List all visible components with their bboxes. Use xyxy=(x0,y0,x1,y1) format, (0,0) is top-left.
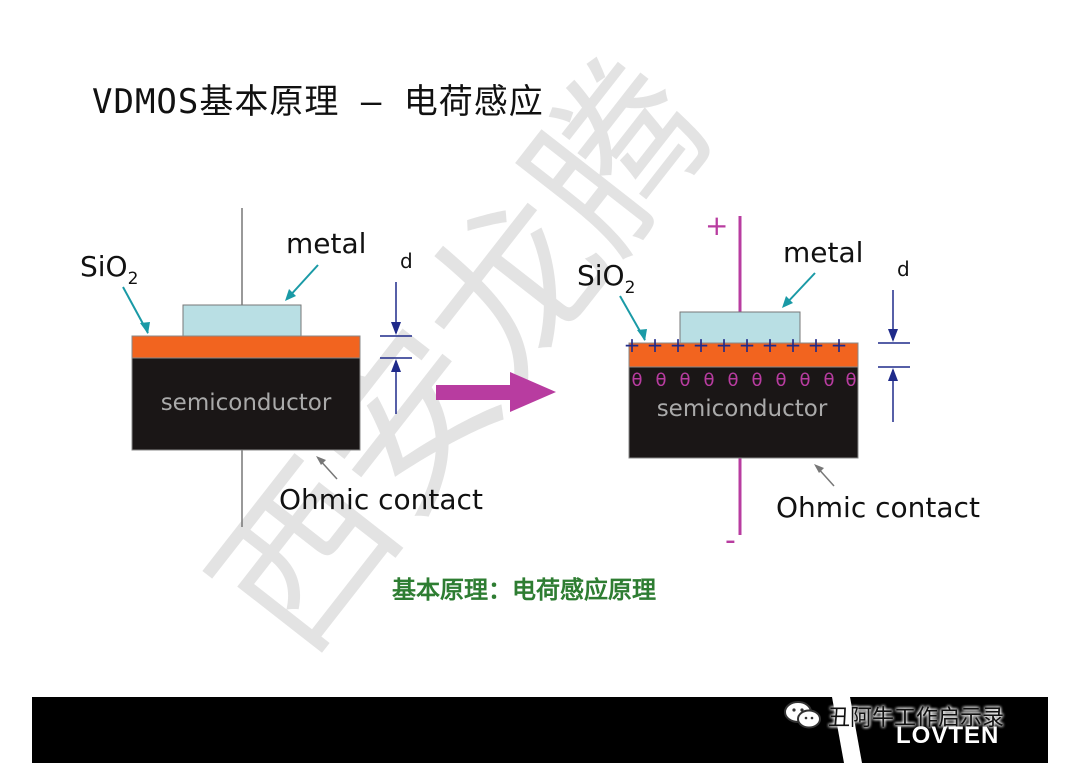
footer-bar xyxy=(32,697,1048,763)
left-thickness-label: d xyxy=(400,249,413,273)
negative-charge: θ xyxy=(727,370,738,391)
negative-charge: θ xyxy=(631,370,642,391)
right-thickness-dimension: d xyxy=(878,257,910,422)
right-oxide-leader-arrowhead xyxy=(637,329,647,341)
right-diagram: + - semiconductor + + + + + + + + + + θ … xyxy=(577,209,980,558)
right-semiconductor-label: semiconductor xyxy=(657,396,828,422)
positive-charge: + xyxy=(693,333,710,357)
transition-arrow xyxy=(436,372,556,412)
negative-charge: θ xyxy=(655,370,666,391)
negative-charge: θ xyxy=(823,370,834,391)
right-positive-terminal: + xyxy=(705,209,728,242)
right-oxide-layer xyxy=(628,342,859,368)
positive-charge: + xyxy=(670,333,687,357)
negative-charge: θ xyxy=(775,370,786,391)
left-thickness-dimension: d xyxy=(380,249,413,414)
slide-title: VDMOS基本原理 — 电荷感应 xyxy=(92,82,544,122)
positive-charge: + xyxy=(739,333,756,357)
left-metal-leader-arrowhead xyxy=(285,289,296,301)
left-contact-leader-arrowhead xyxy=(316,456,326,465)
right-metal-leader-arrowhead xyxy=(782,296,793,308)
negative-charge: θ xyxy=(751,370,762,391)
right-negative-terminal: - xyxy=(725,523,736,558)
positive-charge: + xyxy=(647,333,664,357)
right-oxide-label: SiO2 xyxy=(577,259,635,298)
negative-charge: θ xyxy=(845,370,856,391)
positive-charge: + xyxy=(831,333,848,357)
left-semiconductor-block xyxy=(131,357,361,451)
positive-charge-row: + + + + + + + + + + xyxy=(624,333,848,357)
footer-account-name: 丑阿牛工作启示录 xyxy=(828,706,1005,731)
right-metal-label: metal xyxy=(783,236,863,269)
right-thickness-label: d xyxy=(897,257,910,281)
right-semiconductor-block xyxy=(628,366,859,459)
left-oxide-layer xyxy=(131,335,361,359)
left-contact-label: Ohmic contact xyxy=(279,483,483,516)
right-contact-leader-arrowhead xyxy=(814,464,824,473)
left-semiconductor-label: semiconductor xyxy=(161,390,332,416)
principle-caption: 基本原理：电荷感应原理 xyxy=(392,576,656,604)
left-metal-label: metal xyxy=(286,227,366,260)
left-oxide-label: SiO2 xyxy=(80,250,138,289)
positive-charge: + xyxy=(762,333,779,357)
positive-charge: + xyxy=(785,333,802,357)
left-diagram: semiconductor SiO2 metal Ohmic contact d xyxy=(80,208,483,527)
left-oxide-leader-arrowhead xyxy=(140,322,150,334)
wechat-icon xyxy=(784,701,821,729)
negative-charge: θ xyxy=(703,370,714,391)
positive-charge: + xyxy=(624,333,641,357)
footer-logo: LOVTEN xyxy=(896,722,1000,749)
positive-charge: + xyxy=(716,333,733,357)
right-contact-label: Ohmic contact xyxy=(776,491,980,524)
negative-charge-row: θ θ θ θ θ θ θ θ θ θ xyxy=(631,370,856,391)
footer-decoration xyxy=(832,697,862,763)
negative-charge: θ xyxy=(799,370,810,391)
left-metal-layer xyxy=(182,304,302,337)
positive-charge: + xyxy=(808,333,825,357)
negative-charge: θ xyxy=(679,370,690,391)
